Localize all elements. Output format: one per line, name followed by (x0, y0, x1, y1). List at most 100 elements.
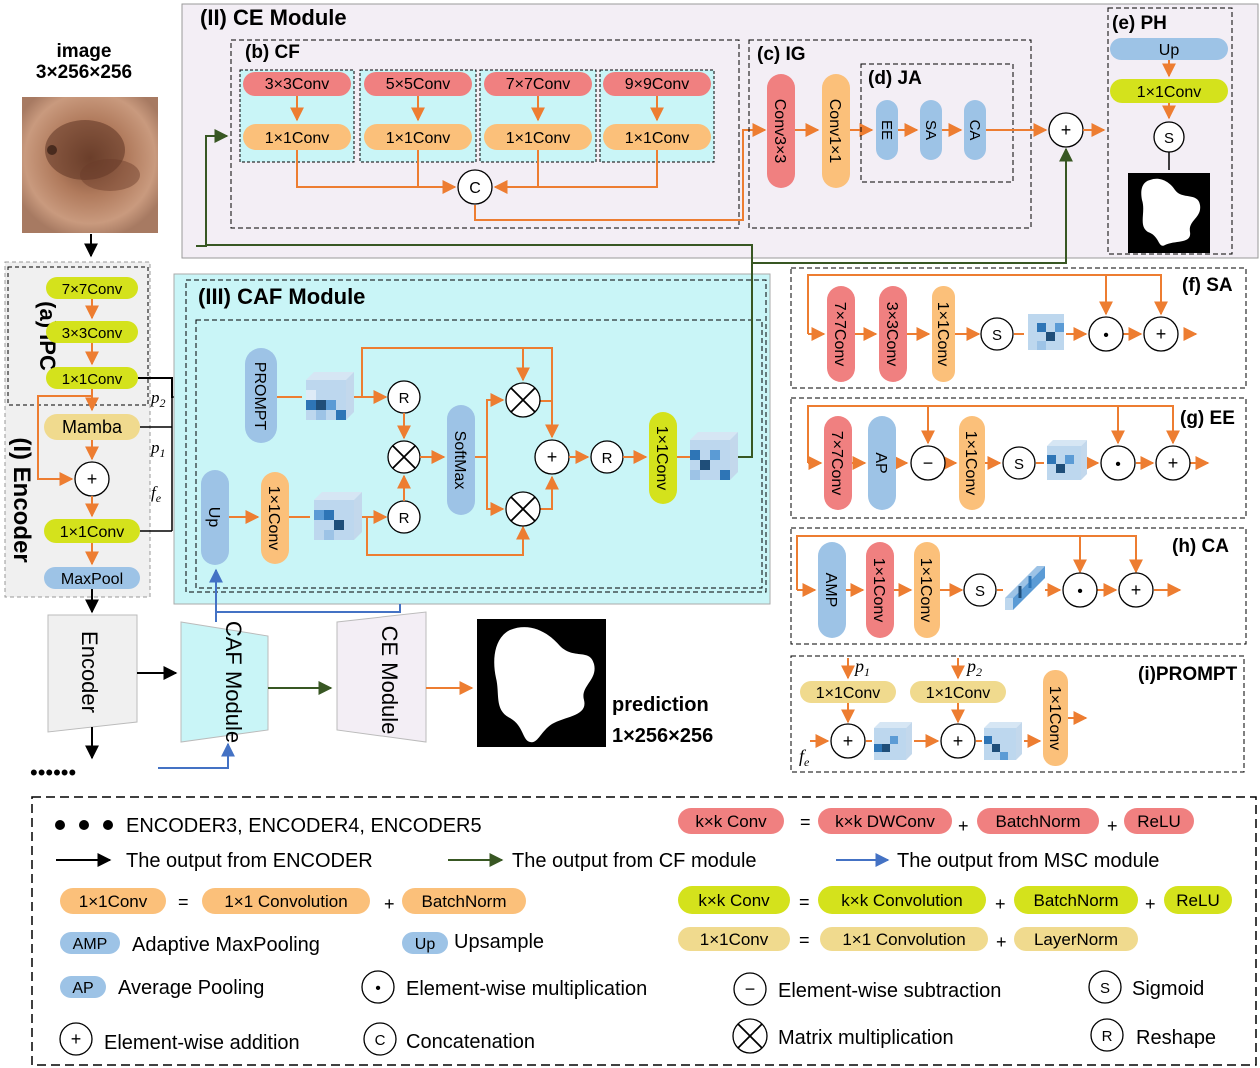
p1-subscript: 1 (160, 446, 166, 460)
caf-prompt (245, 348, 277, 443)
ca-sigmoid-label: S (975, 583, 985, 600)
ee-add-label: + (1168, 453, 1179, 473)
enc-conv3 (46, 321, 138, 343)
ig-conv1x1 (822, 74, 850, 188)
ee-op-label: AP (872, 452, 889, 473)
legend: ENCODER3, ENCODER4, ENCODER5 k×k Conv = … (55, 808, 1232, 1056)
fe-letter: f (151, 483, 158, 502)
input-shape: 3×256×256 (36, 62, 132, 83)
ipc-block (7, 266, 149, 406)
legend-khaki-conv-def: 1×1 Convolution (842, 930, 965, 949)
ee-sub (910, 445, 946, 481)
prompt-cube-2 (984, 722, 1022, 760)
ee-block (790, 397, 1247, 519)
legend-yg-eq: = (799, 892, 810, 912)
prompt-block (790, 655, 1245, 773)
legend-orange-term: 1×1Conv (79, 892, 148, 911)
legend-dot: • Element-wise multiplication (361, 970, 647, 1004)
sa-op-2 (879, 286, 907, 382)
cf-conv-label: 9×9Conv (625, 76, 690, 93)
legend-amp-text: Adaptive MaxPooling (132, 934, 320, 956)
cf-pw-label: 1×1Conv (506, 130, 571, 147)
sa-add-label: + (1156, 324, 1167, 344)
legend-ap-key: AP (72, 980, 93, 997)
cf-branch-2: 5×5Conv 1×1Conv (359, 69, 477, 163)
p2-letter: p (150, 388, 160, 407)
ig-conv3x3 (767, 74, 795, 188)
p2-label: p2 (150, 388, 166, 410)
legend-add-text: Element-wise addition (104, 1032, 300, 1054)
ph-conv (1110, 79, 1228, 103)
bottom-caf-label: CAF Module (221, 621, 246, 743)
legend-yg-term: k×k Conv (698, 891, 770, 910)
ca-title: (h) CA (1172, 536, 1229, 557)
cf-pw-conv (603, 124, 711, 150)
caf-conv1 (261, 472, 289, 564)
caf-out-conv (649, 412, 677, 504)
sa-sigmoid (980, 317, 1014, 351)
ee-sigmoid-label: S (1014, 456, 1024, 473)
cf-concat-label: C (469, 180, 481, 197)
caf-feature-cube-3 (690, 432, 738, 480)
cf-branch-3: 7×7Conv 1×1Conv (479, 69, 597, 163)
sa-map (1028, 314, 1064, 350)
ig-conv3x3-label: Conv3×3 (771, 99, 788, 164)
prompt-conv-label: 1×1Conv (816, 685, 881, 702)
legend-yg-bn: BatchNorm (1033, 891, 1118, 910)
ca-sigmoid (963, 573, 997, 607)
cf-branch-1: 3×3Conv 1×1Conv (239, 69, 355, 163)
ja-ee-label: EE (878, 120, 895, 140)
cf-title: (b) CF (245, 42, 300, 63)
ee-title: (g) EE (1180, 408, 1235, 429)
ig-title: (c) IG (757, 44, 806, 65)
ca-op-label: 1×1Conv (870, 558, 887, 623)
ee-sigmoid (1002, 446, 1036, 480)
ig-conv1x1-label: Conv1×1 (826, 99, 843, 164)
fe-subscript: e (156, 491, 162, 505)
prompt-fe: fe (799, 746, 810, 769)
prompt-out-conv-label: 1×1Conv (1046, 686, 1063, 751)
ee-op-label: 1×1Conv (962, 431, 979, 496)
cf-pw-label: 1×1Conv (265, 130, 330, 147)
enc-conv1 (46, 367, 138, 389)
ca-wires (796, 535, 1182, 597)
cf-pw-label: 1×1Conv (625, 130, 690, 147)
encoder-title: (I) Encoder (8, 437, 35, 562)
prompt-fe-sub: e (804, 755, 810, 769)
enc-conv7 (46, 277, 138, 299)
ee-map (1047, 440, 1087, 480)
prompt-p2: p2 (965, 656, 982, 679)
ce-add-label: + (1061, 120, 1072, 140)
ee-add (1155, 445, 1191, 481)
ja-ee (876, 100, 898, 160)
legend-dot-key: • (375, 980, 381, 997)
caf-reshape-label: R (399, 390, 410, 407)
cf-block (230, 39, 740, 229)
legend-box (31, 796, 1257, 1066)
legend-amp: AMP Adaptive MaxPooling (60, 932, 320, 956)
legend-orange-bn: BatchNorm (421, 892, 506, 911)
ph-conv-label: 1×1Conv (1137, 84, 1202, 101)
ph-title: (e) PH (1112, 13, 1167, 34)
cf-conv-3x3 (243, 72, 351, 96)
sa-op-label: 7×7Conv (831, 302, 848, 367)
fe-label: fe (151, 483, 162, 505)
legend-yg-relu: ReLU (1176, 891, 1219, 910)
ca-channel-vector (1005, 566, 1045, 610)
sa-op-3 (932, 286, 955, 382)
prompt-out-conv (1043, 670, 1068, 766)
ee-op-1 (824, 416, 852, 510)
ee-op-2 (868, 416, 896, 510)
sa-op-label: 1×1Conv (934, 302, 951, 367)
enc-maxpool (44, 567, 140, 589)
p1-letter: p (150, 438, 160, 457)
enc-conv1-label: 1×1Conv (62, 371, 123, 388)
ce-module-title: (II) CE Module (200, 5, 347, 30)
legend-red-plus: + (958, 816, 969, 836)
prompt-wires (810, 658, 1088, 748)
legend-orange-conv-def: 1×1 Convolution (224, 892, 347, 911)
ja-block (860, 63, 1014, 183)
enc-maxpool-label: MaxPool (61, 571, 123, 588)
caf-feature-cube-2 (314, 492, 362, 540)
